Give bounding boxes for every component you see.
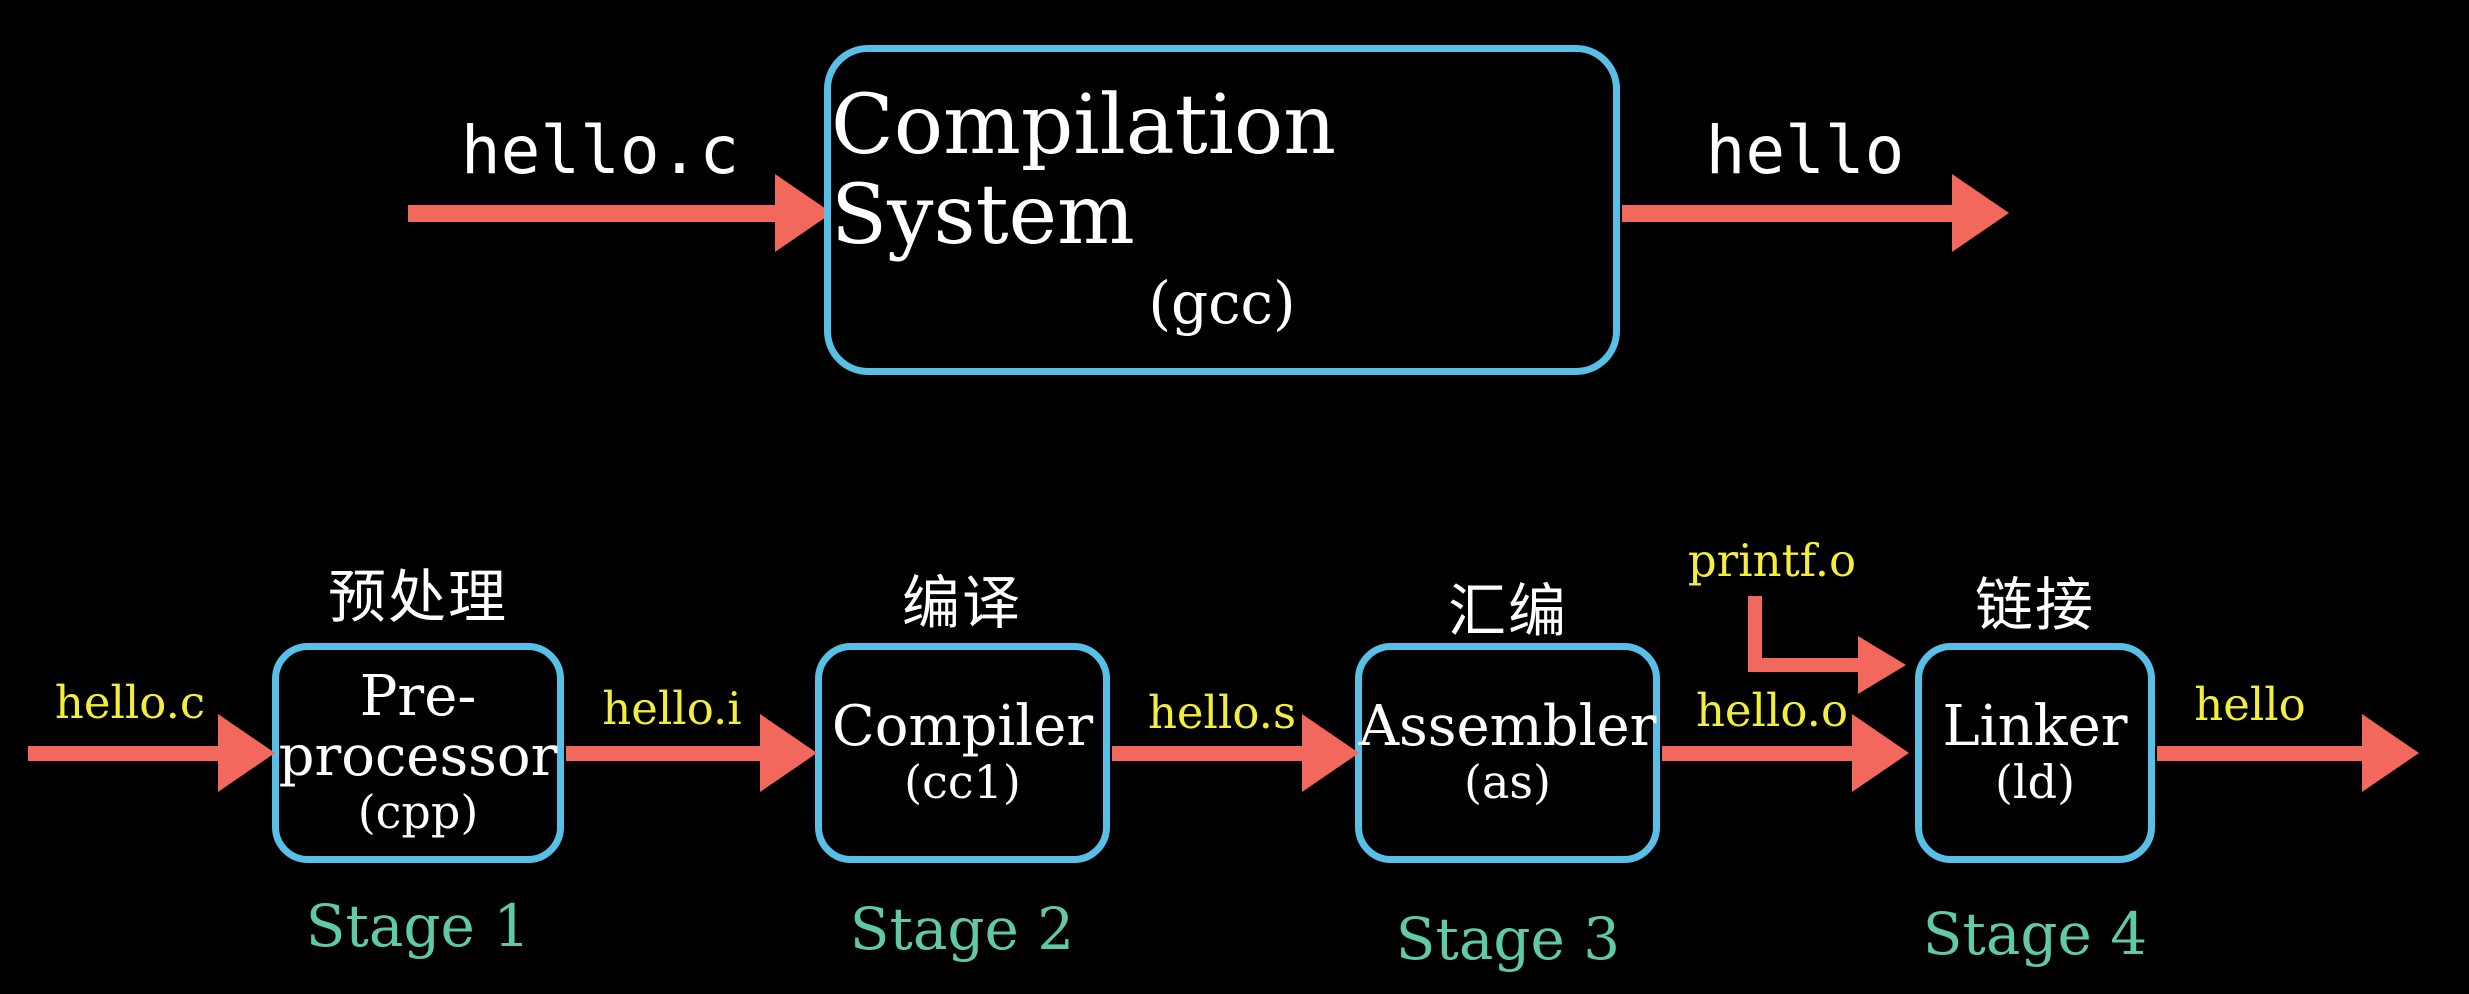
compilation-system-box: Compilation System (gcc)	[824, 45, 1620, 375]
file-label-source: hello.c	[54, 676, 206, 729]
category-label-assemble: 汇编	[1447, 577, 1568, 645]
arrow4-arrowhead-icon	[1852, 714, 1909, 792]
printf-arrowhead-icon	[1858, 636, 1906, 694]
top-input-file-label: hello.c	[460, 112, 740, 189]
file-label-executable: hello	[2194, 678, 2306, 731]
compiler-box: Compiler (cc1)	[815, 643, 1110, 863]
arrow5-arrowhead-icon	[2362, 714, 2419, 792]
arrow1-shaft	[28, 746, 220, 761]
arrow1-arrowhead-icon	[218, 714, 275, 792]
file-label-preprocessed: hello.i	[602, 682, 742, 735]
file-label-library: printf.o	[1687, 534, 1857, 587]
arrow5-shaft	[2157, 746, 2363, 761]
printf-arrow-horizontal-segment	[1748, 658, 1860, 672]
top-input-arrowhead-icon	[775, 174, 832, 252]
arrow4-shaft	[1662, 746, 1854, 761]
file-label-assembly: hello.s	[1147, 686, 1297, 739]
stage1-caption: Stage 1	[305, 892, 531, 960]
preprocessor-box: Pre-processor (cpp)	[272, 643, 564, 863]
assembler-box: Assembler (as)	[1355, 643, 1660, 863]
stage3-caption: Stage 3	[1395, 905, 1621, 973]
arrow2-arrowhead-icon	[760, 714, 817, 792]
printf-arrow-vertical-segment	[1748, 596, 1762, 672]
compiler-name: Compiler	[831, 693, 1094, 759]
stage4-caption: Stage 4	[1922, 900, 2148, 968]
cpp-label: (cpp)	[357, 784, 479, 839]
linker-box: Linker (ld)	[1915, 643, 2155, 863]
top-output-file-label: hello	[1705, 112, 1905, 189]
ld-label: (ld)	[1994, 755, 2076, 810]
preprocessor-name: Pre-processor	[278, 664, 558, 789]
top-output-arrowhead-icon	[1952, 174, 2009, 252]
stage2-caption: Stage 2	[849, 895, 1075, 963]
gcc-label: (gcc)	[1148, 269, 1296, 338]
linker-name: Linker	[1942, 693, 2128, 759]
category-label-preprocess: 预处理	[327, 563, 508, 631]
compilation-system-title: Compilation System	[831, 78, 1337, 264]
as-label: (as)	[1464, 755, 1551, 810]
arrow3-arrowhead-icon	[1302, 714, 1359, 792]
category-label-link: 链接	[1974, 571, 2095, 639]
category-label-compile: 编译	[901, 569, 1022, 637]
cc1-label: (cc1)	[904, 755, 1021, 810]
arrow2-shaft	[566, 746, 762, 761]
top-output-arrow-shaft	[1622, 205, 1954, 222]
assembler-name: Assembler	[1358, 693, 1657, 759]
file-label-object: hello.o	[1695, 684, 1849, 737]
arrow3-shaft	[1112, 746, 1304, 761]
top-input-arrow-shaft	[408, 205, 778, 222]
